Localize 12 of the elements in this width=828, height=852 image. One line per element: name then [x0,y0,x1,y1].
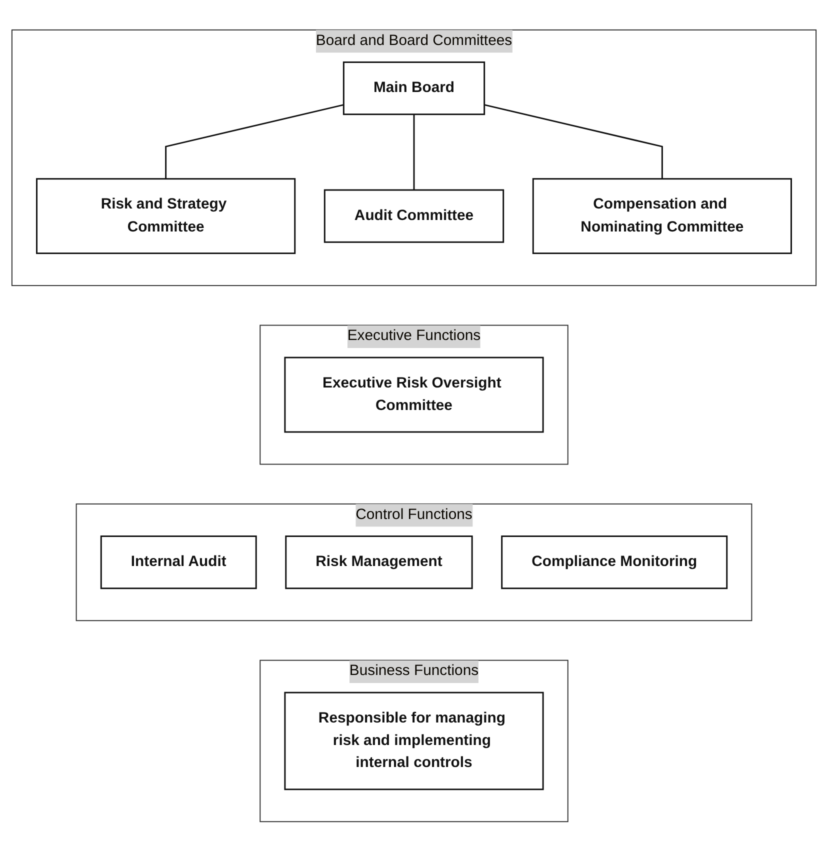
node-box: Audit Committee [324,189,504,244]
node-box: Responsible for managing risk and implementing internal controls [284,692,544,790]
node-box: Compensation and Nominating Committee [532,178,792,254]
node-box: Internal Audit [100,536,257,590]
connector [484,104,663,180]
node-box: Main Board [342,62,486,116]
connector [413,114,415,190]
node-box: Compliance Monitoring [501,536,728,590]
node-box: Executive Risk Oversight Committee [284,357,544,433]
node-box: Risk Management [285,536,473,590]
connector [165,104,344,180]
node-box: Risk and Strategy Committee [36,178,296,254]
